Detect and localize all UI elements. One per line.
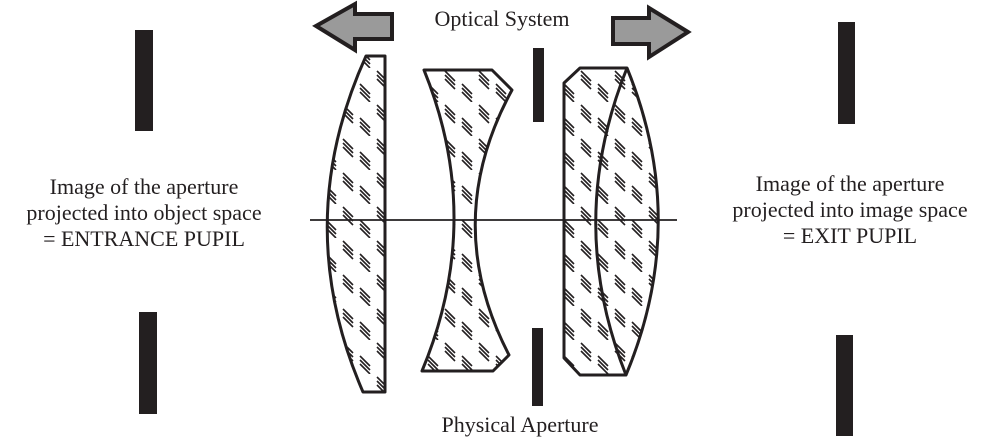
- entrance-pupil-label: Image of the aperture projected into obj…: [0, 174, 288, 252]
- optical-system-title: Optical System: [434, 6, 570, 31]
- entrance-pupil-line-2: projected into object space: [26, 200, 262, 225]
- exit-pupil-line-2: projected into image space: [732, 197, 968, 222]
- entrance-pupil-bar-top: [135, 30, 153, 131]
- exit-pupil-line-3: = EXIT PUPIL: [782, 223, 918, 248]
- exit-pupil-bar-top: [838, 22, 855, 124]
- physical-aperture-bar-bottom: [532, 328, 543, 406]
- exit-pupil-label: Image of the aperture projected into ima…: [705, 171, 993, 249]
- lens-doublet-cement-surface: [594, 67, 629, 376]
- arrow-left-icon: [312, 0, 394, 54]
- exit-pupil-bar-bottom: [836, 335, 853, 436]
- entrance-pupil-line-1: Image of the aperture: [49, 174, 239, 199]
- entrance-pupil-bar-bottom: [139, 312, 157, 414]
- exit-pupil-line-1: Image of the aperture: [755, 171, 945, 196]
- entrance-pupil-line-3: = ENTRANCE PUPIL: [43, 226, 245, 251]
- physical-aperture-label: Physical Aperture: [441, 412, 599, 437]
- lens-plano-convex: [325, 54, 387, 394]
- arrow-right-icon: [611, 4, 692, 61]
- physical-aperture-bar-top: [533, 48, 544, 122]
- lens-doublet-outer: [562, 66, 660, 377]
